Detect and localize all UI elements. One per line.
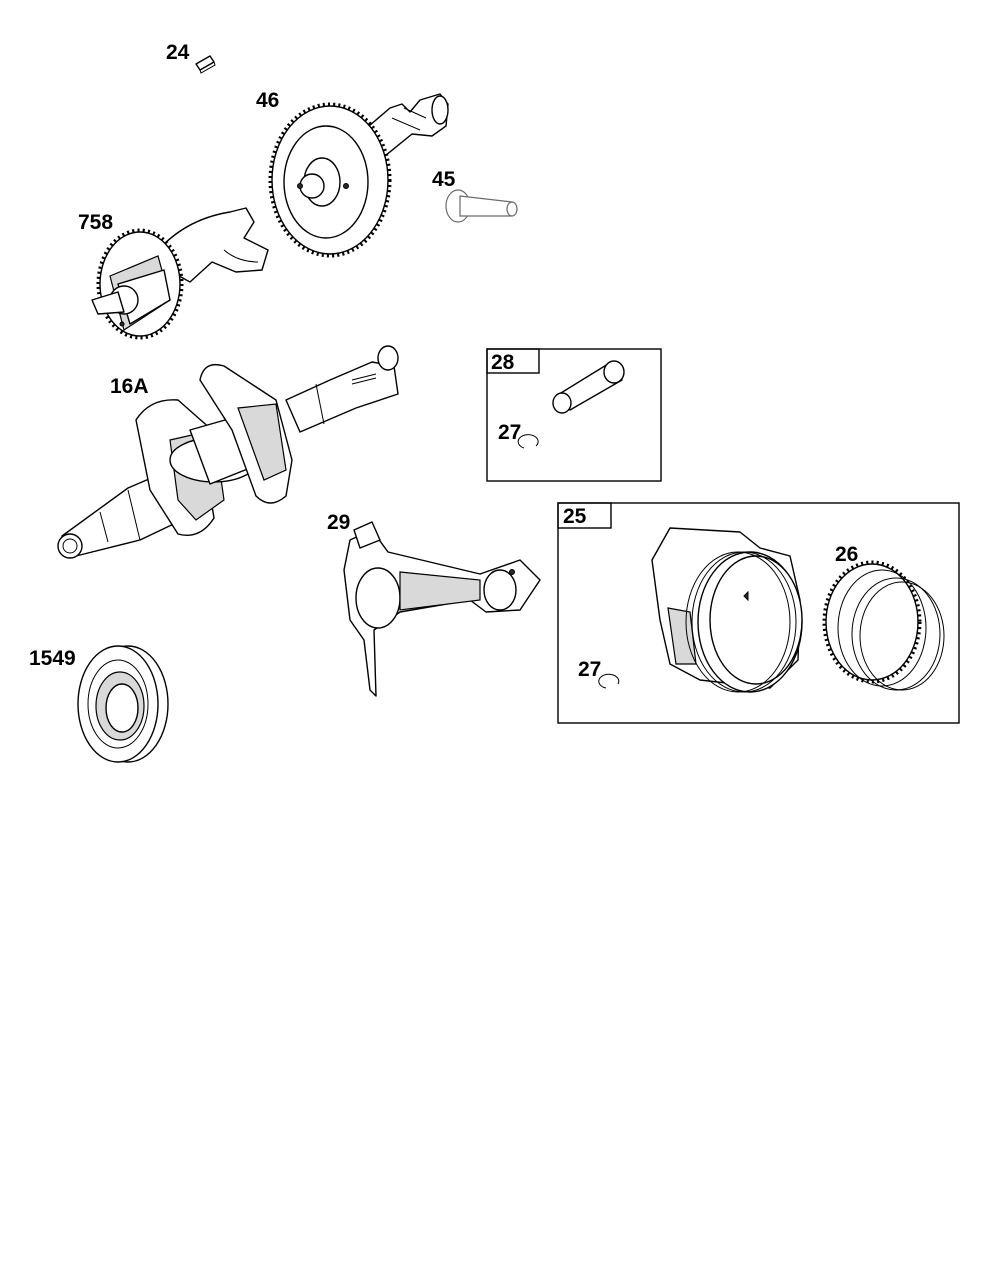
- part-1549-bearing[interactable]: [77, 645, 169, 763]
- callout-46: 46: [256, 89, 279, 112]
- part-25-piston[interactable]: [651, 527, 803, 693]
- part-16a-crankshaft[interactable]: [57, 345, 399, 559]
- callout-27-upper: 27: [498, 421, 521, 444]
- callout-26: 26: [835, 543, 858, 566]
- part-26-piston-rings[interactable]: [822, 560, 945, 691]
- part-29-connecting-rod[interactable]: [343, 521, 541, 697]
- callout-16a: 16A: [110, 375, 149, 398]
- callout-45: 45: [432, 168, 456, 191]
- callout-25: 25: [563, 505, 587, 528]
- callout-28: 28: [491, 351, 515, 374]
- callout-758: 758: [78, 211, 113, 234]
- box-28: [486, 348, 662, 482]
- box-25: [557, 502, 960, 724]
- callout-1549: 1549: [29, 647, 76, 670]
- callout-27-lower: 27: [578, 658, 601, 681]
- part-27-retainer-clip-lower[interactable]: [598, 673, 620, 689]
- callout-24: 24: [166, 41, 190, 64]
- part-758-balance-shaft[interactable]: [91, 207, 269, 340]
- part-27-retainer-clip-upper[interactable]: [517, 434, 539, 449]
- part-28-piston-pin[interactable]: [552, 360, 625, 414]
- callout-29: 29: [327, 511, 350, 534]
- part-24-key[interactable]: [195, 55, 216, 74]
- part-46-camshaft[interactable]: [268, 93, 449, 258]
- part-45-shaft[interactable]: [445, 189, 518, 223]
